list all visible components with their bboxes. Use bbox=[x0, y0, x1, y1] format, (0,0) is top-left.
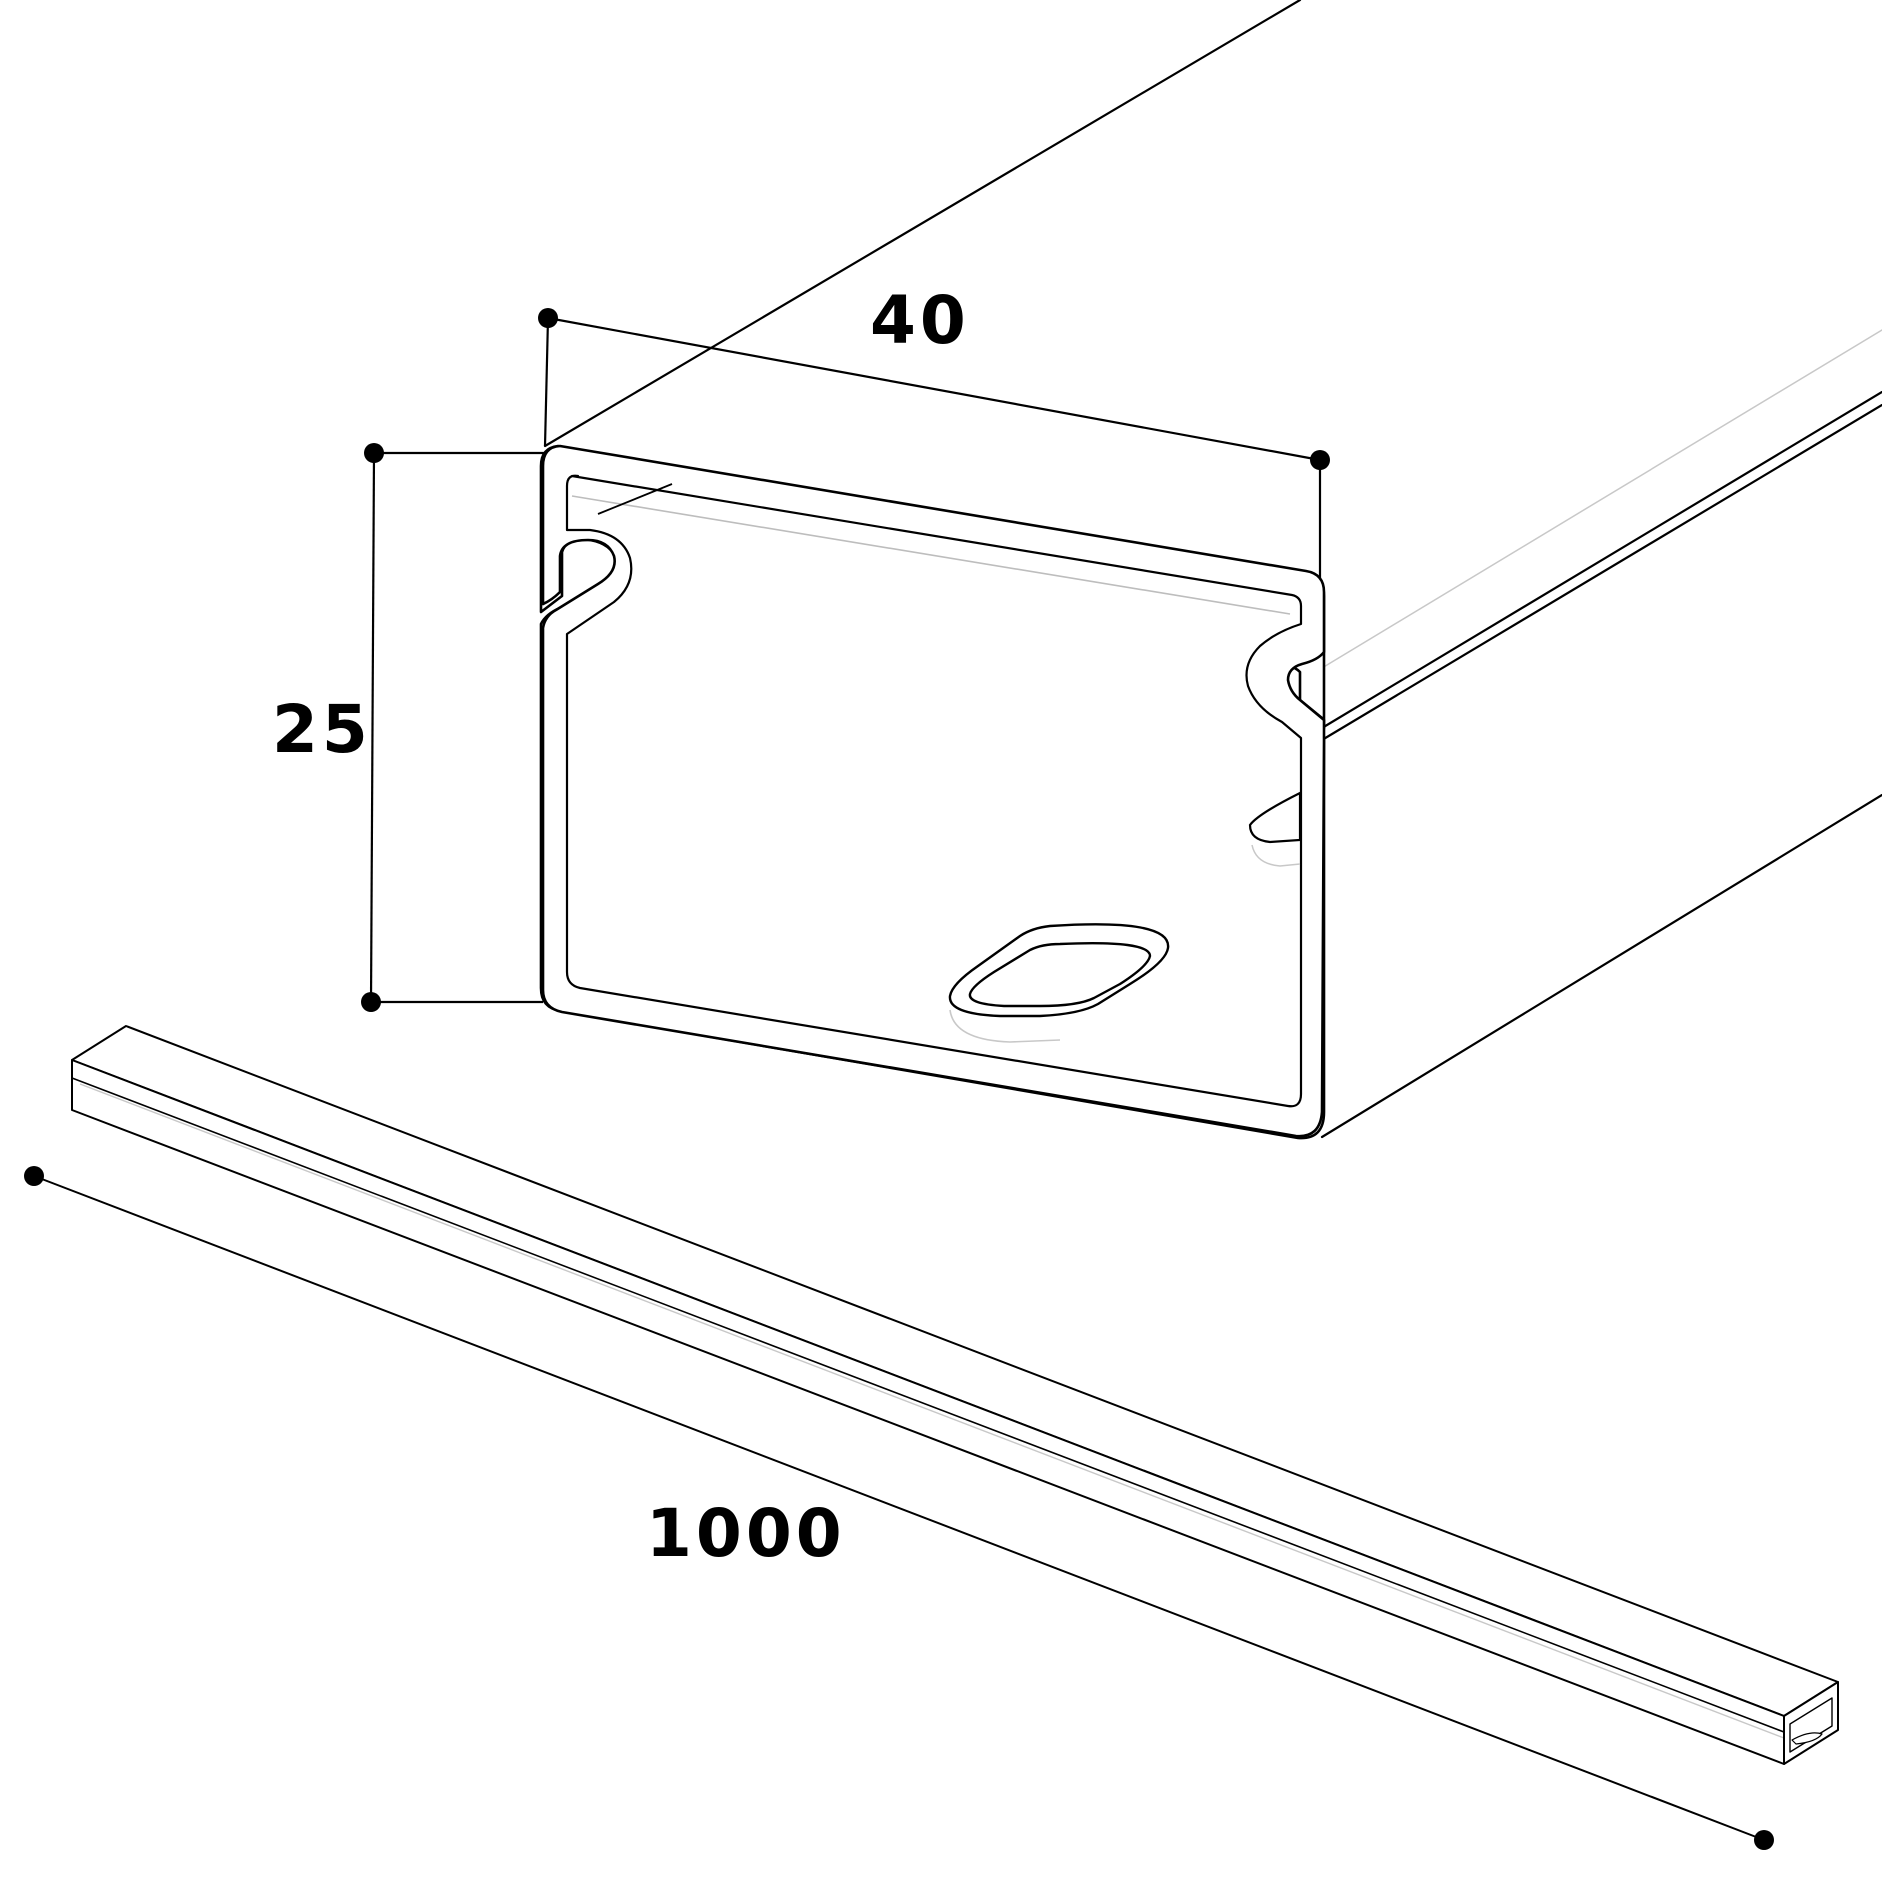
inner-top-lip bbox=[571, 495, 1291, 615]
dimension-width bbox=[538, 308, 1330, 578]
inner-back-edge bbox=[597, 483, 673, 515]
width-dot-right bbox=[1310, 450, 1330, 470]
trunking-end-slot bbox=[1791, 1732, 1823, 1745]
floor-slot-shadow bbox=[949, 1009, 1061, 1043]
length-dot-left bbox=[24, 1166, 44, 1186]
trunking-lip-line bbox=[71, 1077, 1785, 1733]
profile-inner bbox=[565, 474, 1303, 1108]
top-back-edge-right bbox=[1320, 390, 1882, 730]
width-dot-left bbox=[538, 308, 558, 328]
side-slot-shadow bbox=[1251, 844, 1301, 867]
trunking-full-length bbox=[71, 1025, 1839, 1765]
side-slot-outline bbox=[1248, 791, 1302, 844]
floor-slot-outer bbox=[948, 923, 1170, 1018]
side-front-edge-right bbox=[1320, 403, 1882, 742]
side-slot bbox=[1248, 791, 1302, 867]
length-label: 1000 bbox=[646, 1495, 846, 1572]
height-dot-top bbox=[364, 443, 384, 463]
floor-slot bbox=[948, 923, 1170, 1043]
bottom-back-edge bbox=[1320, 793, 1882, 1139]
dimension-length bbox=[24, 1166, 1774, 1850]
height-dot-bottom bbox=[361, 992, 381, 1012]
trunking-front-face bbox=[71, 1059, 1785, 1765]
dimension-height bbox=[361, 443, 545, 1012]
height-dimension-line bbox=[369, 452, 376, 1003]
trunking-lip-highlight bbox=[79, 1083, 1785, 1739]
length-dimension-line bbox=[33, 1175, 1765, 1841]
profile-clean bbox=[541, 444, 1326, 1138]
width-label: 40 bbox=[870, 282, 970, 359]
top-back-edge-left bbox=[543, 0, 1302, 448]
trunking-end-inner bbox=[1789, 1697, 1833, 1753]
profile-perspective bbox=[543, 0, 1882, 1139]
height-label: 25 bbox=[272, 691, 372, 768]
trunking-top-face bbox=[71, 1025, 1839, 1717]
length-dot-right bbox=[1754, 1830, 1774, 1850]
floor-slot-inner bbox=[968, 942, 1152, 1008]
width-extension-left bbox=[543, 317, 550, 447]
top-inner-highlight bbox=[1321, 329, 1882, 669]
width-dimension-line bbox=[547, 316, 1321, 462]
